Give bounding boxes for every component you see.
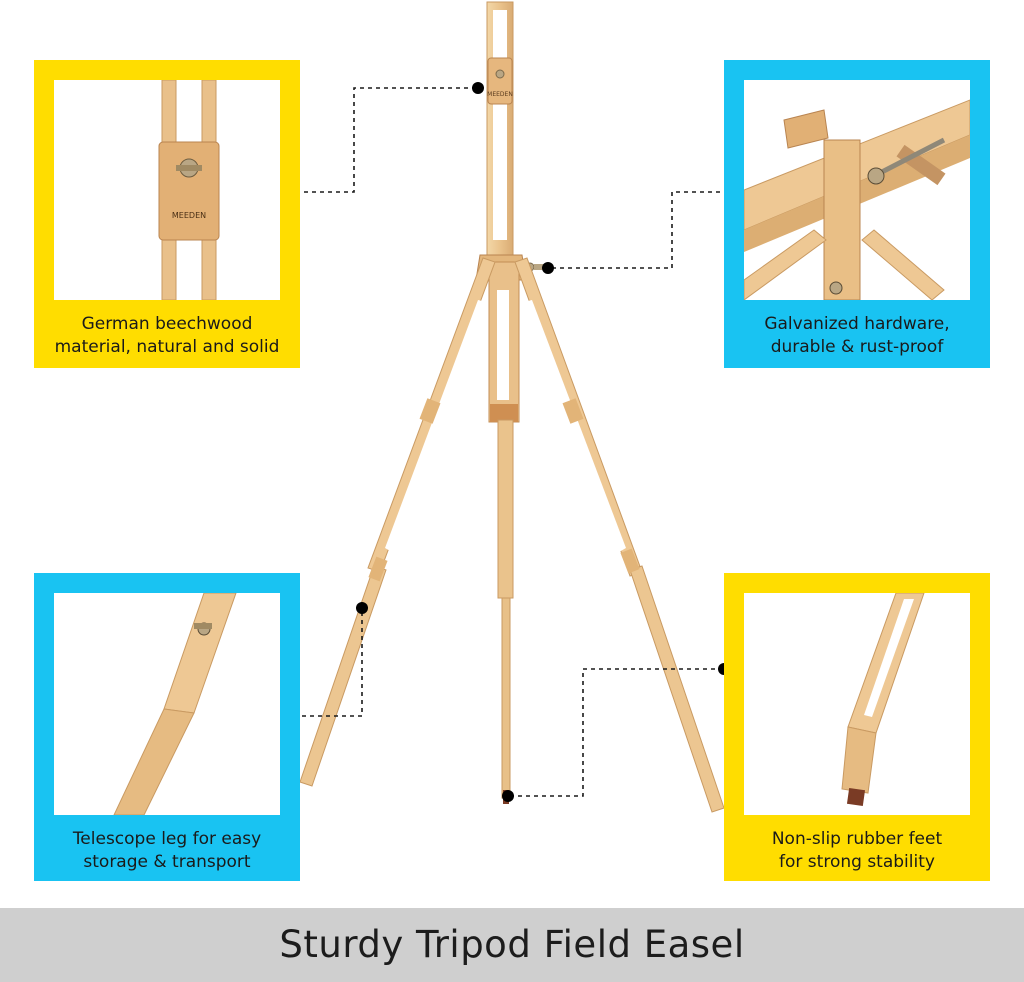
easel-left-leg: [299, 257, 496, 787]
caption-hardware: Galvanized hardware, durable & rust-proo…: [724, 313, 990, 359]
caption-rubber-feet: Non-slip rubber feet for strong stabilit…: [724, 828, 990, 874]
product-title: Sturdy Tripod Field Easel: [279, 923, 745, 966]
caption-line: Galvanized hardware,: [764, 314, 950, 334]
closeup-rubber-feet-photo: [744, 593, 970, 815]
title-banner: Sturdy Tripod Field Easel: [0, 908, 1024, 982]
easel-right-leg: [514, 257, 725, 813]
dot-bottom-left-b: [356, 602, 368, 614]
connector-bottom-left: [294, 608, 363, 717]
connector-top-left: [288, 87, 476, 193]
connector-top-right: [552, 191, 730, 269]
callout-beechwood: MEEDEN German beechwood material, natura…: [34, 60, 300, 368]
dot-top-right-a: [542, 262, 554, 274]
callout-connectors: [288, 87, 730, 797]
callout-hardware: Galvanized hardware, durable & rust-proo…: [724, 60, 990, 368]
easel-center-leg: [497, 419, 514, 804]
easel-brand-label: MEEDEN: [487, 91, 513, 98]
callout-telescope-leg: Telescope leg for easy storage & transpo…: [34, 573, 300, 881]
caption-line: Non-slip rubber feet: [771, 829, 943, 849]
caption-telescope-leg: Telescope leg for easy storage & transpo…: [34, 828, 300, 874]
easel-mast: MEEDEN: [486, 1, 514, 261]
closeup-mast-photo: MEEDEN: [54, 80, 280, 300]
caption-line: Telescope leg for easy: [72, 829, 262, 849]
caption-line: for strong stability: [779, 852, 935, 872]
closeup-brand-label: MEEDEN: [172, 211, 206, 220]
connector-bottom-right: [510, 668, 722, 797]
dot-bottom-right-a: [502, 790, 514, 802]
dot-top-left-b: [472, 82, 484, 94]
caption-line: durable & rust-proof: [770, 337, 944, 357]
caption-line: material, natural and solid: [54, 337, 280, 357]
closeup-hardware-photo: [744, 80, 970, 300]
closeup-telescope-leg-photo: [54, 593, 280, 815]
callout-rubber-feet: Non-slip rubber feet for strong stabilit…: [724, 573, 990, 881]
caption-beechwood: German beechwood material, natural and s…: [34, 313, 300, 359]
caption-line: German beechwood: [81, 314, 253, 334]
caption-line: storage & transport: [83, 852, 251, 872]
